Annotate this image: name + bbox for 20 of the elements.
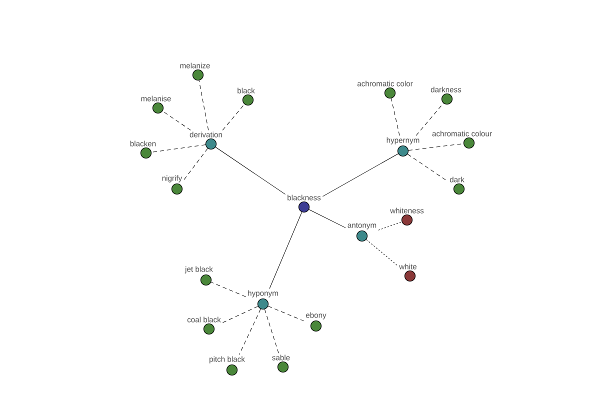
dashed-line xyxy=(184,148,208,180)
dashed-line xyxy=(198,80,209,130)
dashed-line xyxy=(416,102,444,136)
dashed-line xyxy=(390,98,400,136)
dashed-line xyxy=(210,282,246,297)
line xyxy=(322,153,398,197)
line xyxy=(308,209,346,228)
dashed-line xyxy=(268,306,304,322)
line xyxy=(269,212,302,289)
dashed-line xyxy=(238,308,261,355)
dashed-line xyxy=(264,309,279,354)
dashed-line xyxy=(408,143,464,151)
dashed-line xyxy=(162,110,191,130)
dashed-line xyxy=(407,154,448,182)
dashed-line xyxy=(366,239,398,266)
line xyxy=(215,146,286,195)
dashed-line xyxy=(222,104,245,130)
dashed-line xyxy=(151,144,206,152)
dashed-line xyxy=(378,222,402,230)
dashed-line xyxy=(222,306,258,323)
